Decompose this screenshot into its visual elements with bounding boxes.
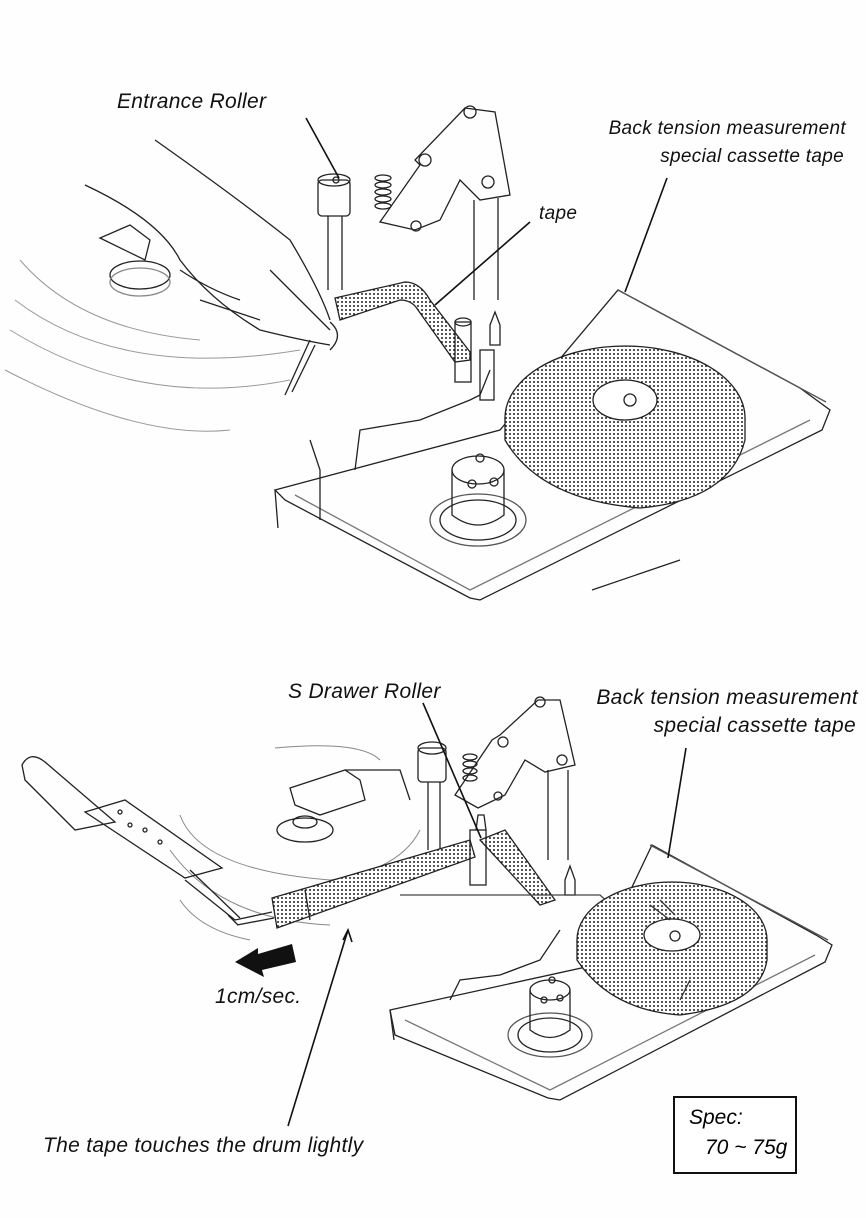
head-block-bottom <box>276 769 411 843</box>
label-entrance-roller: Entrance Roller <box>117 90 267 113</box>
tension-lever-bottom <box>454 696 576 860</box>
spring-top <box>374 174 392 210</box>
tape-reel-bottom <box>576 881 768 1016</box>
tape-path-bottom-2 <box>478 829 557 906</box>
cassette-wall-bottom <box>449 929 561 1001</box>
spec-box: Spec: 70 ~ 75g <box>673 1096 797 1174</box>
drum-arcs-bottom <box>169 745 421 941</box>
label-cassette-top-line1: Back tension measurement <box>608 118 846 139</box>
cassette-wall-top <box>354 369 491 471</box>
label-cassette-top-line2: special cassette tape <box>660 146 844 167</box>
label-pull-speed: 1cm/sec. <box>215 985 302 1008</box>
guide-posts-top <box>454 310 501 401</box>
leader-lines-top <box>305 117 668 306</box>
label-cassette-bottom-line2: special cassette tape <box>653 714 856 737</box>
drum-hub-top <box>98 224 171 297</box>
bottom-panel-drawing <box>21 696 833 1101</box>
label-drum-note: The tape touches the drum lightly <box>43 1134 364 1157</box>
entrance-roller-top <box>317 173 351 290</box>
spec-title: Spec: <box>689 1106 743 1129</box>
supply-hub-bottom <box>507 976 593 1058</box>
tape-path-top <box>334 281 471 363</box>
tape-path-bottom <box>271 839 476 929</box>
tension-gauge <box>21 756 241 926</box>
drum-arcs-top <box>4 259 301 432</box>
top-panel-drawing <box>4 105 831 601</box>
label-tape: tape <box>539 203 578 224</box>
hand <box>84 139 339 396</box>
tape-reel-top <box>504 345 746 509</box>
pull-direction-arrow-icon <box>235 944 296 977</box>
tension-lever-top <box>378 105 511 300</box>
spec-value: 70 ~ 75g <box>705 1136 788 1159</box>
label-s-drawer-roller: S Drawer Roller <box>288 680 441 703</box>
spring-bottom <box>462 753 478 782</box>
label-cassette-bottom-line1: Back tension measurement <box>596 686 858 709</box>
leader-lines-bottom <box>287 702 687 1127</box>
s-drawer-roller <box>417 741 447 850</box>
supply-hub-top <box>429 453 527 547</box>
